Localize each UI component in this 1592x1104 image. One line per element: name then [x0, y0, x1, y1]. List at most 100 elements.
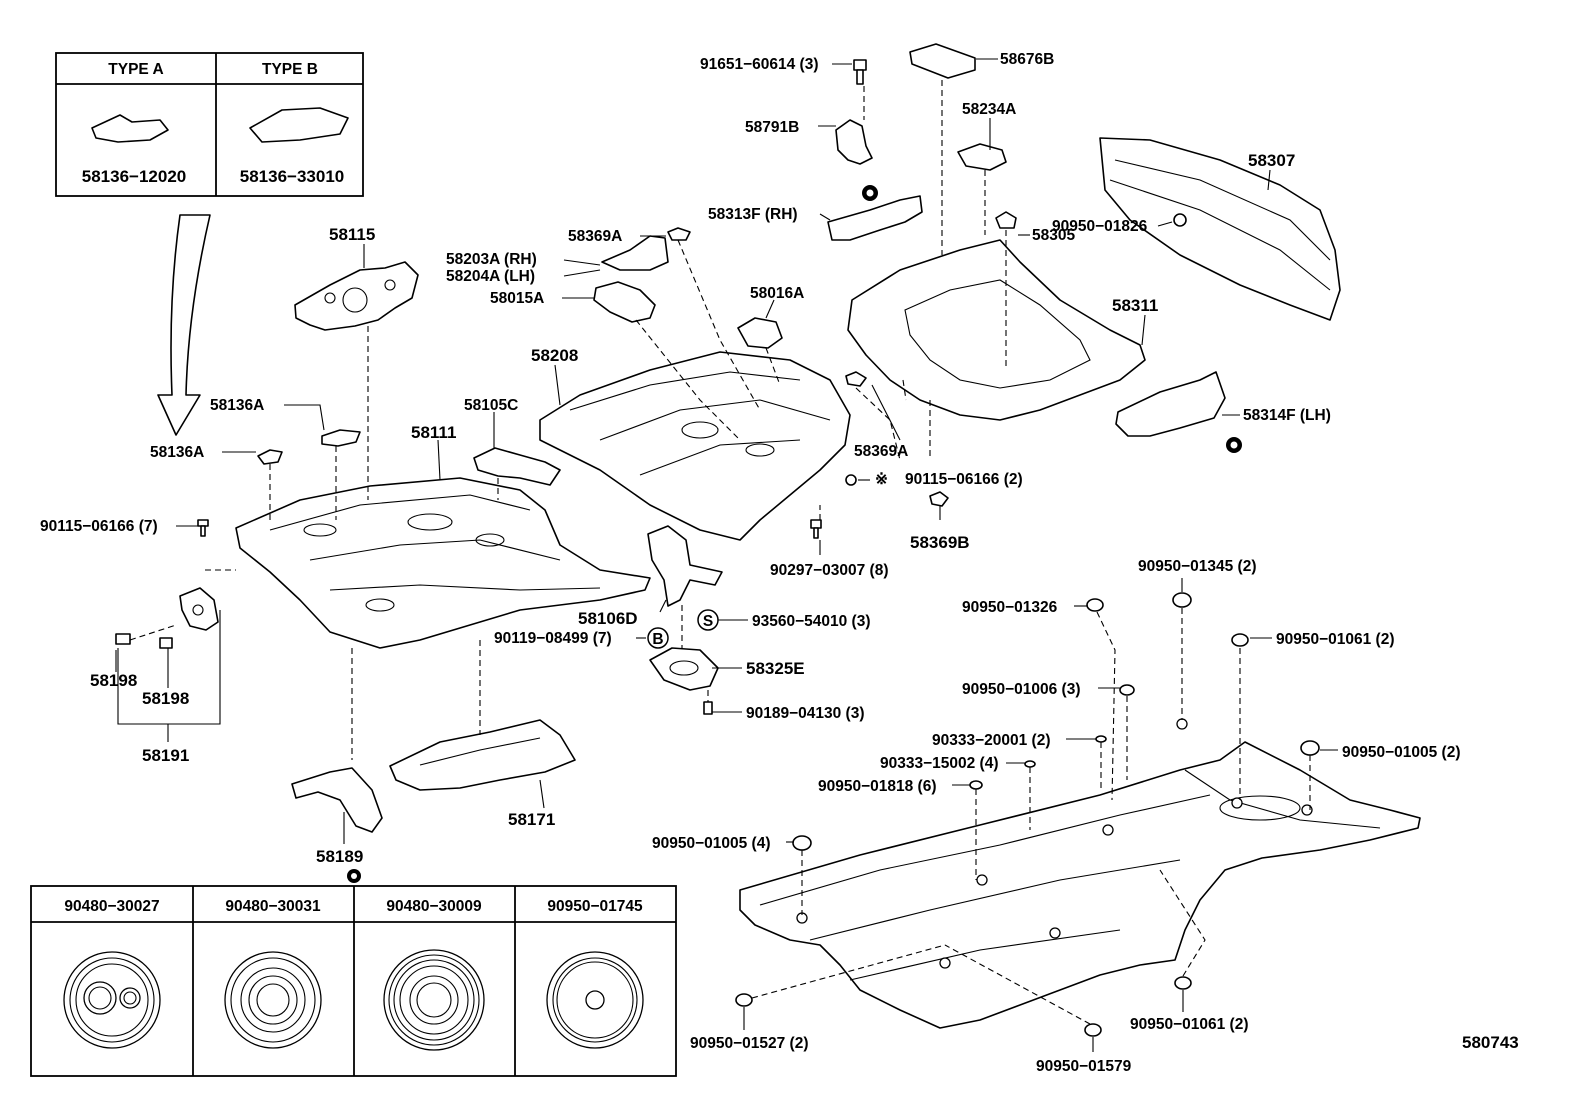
pad-type-a — [91, 114, 169, 143]
part-58105C — [473, 447, 561, 486]
label-58171: 58171 — [508, 810, 555, 829]
label-58198-a: 58198 — [90, 671, 137, 690]
circle-s-letter: S — [703, 613, 713, 630]
diagram-id: 580743 — [1462, 1033, 1519, 1052]
part-58136A-upper — [321, 429, 361, 447]
label-58105C: 58105C — [464, 397, 518, 414]
part-58305 — [995, 211, 1017, 229]
grommet-header-2: 90480−30031 — [225, 898, 321, 915]
label-93560-54010: 93560−54010 (3) — [752, 613, 871, 630]
label-58369A-mid: 58369A — [854, 443, 908, 460]
label-90115-06166-7: 90115−06166 (7) — [40, 518, 158, 535]
label-58015A: 58015A — [490, 290, 544, 307]
label-90115-06166-2: 90115−06166 (2) — [905, 471, 1023, 488]
grommet-90480-30031 — [224, 951, 322, 1049]
label-58314F: 58314F (LH) — [1243, 407, 1331, 424]
part-58198-a — [115, 633, 131, 645]
part-58791B — [835, 119, 873, 165]
part-58313F — [827, 195, 923, 241]
label-58115: 58115 — [329, 225, 375, 244]
grommet-90480-30009 — [383, 949, 485, 1051]
plug-90950-01579 — [1084, 1023, 1102, 1037]
label-90333-15002: 90333−15002 (4) — [880, 755, 999, 772]
label-90950-01326: 90950−01326 — [962, 599, 1058, 616]
circle-b-letter: B — [652, 631, 663, 648]
part-58016A — [737, 317, 783, 349]
part-58369A-top — [667, 227, 691, 241]
label-90950-01345: 90950−01345 (2) — [1138, 558, 1257, 575]
label-90950-01527: 90950−01527 (2) — [690, 1035, 809, 1052]
label-90119-08499: 90119−08499 (7) — [494, 630, 612, 647]
label-58369A-top: 58369A — [568, 228, 622, 245]
label-58204A: 58204A (LH) — [446, 268, 535, 285]
type-table: TYPE A TYPE B 58136−12020 58136−33010 — [55, 52, 364, 197]
part-58208 — [539, 351, 851, 541]
label-90189-04130: 90189−04130 (3) — [746, 705, 865, 722]
plug-90950-01005-b — [792, 835, 812, 851]
label-58191: 58191 — [142, 746, 189, 765]
label-58203A: 58203A (RH) — [446, 251, 537, 268]
part-90189-04130 — [703, 701, 713, 715]
grommet-header-1: 90480−30027 — [64, 898, 159, 915]
type-a-part-number: 58136−12020 — [82, 167, 186, 186]
part-58111 — [235, 477, 651, 649]
plug-90950-01527 — [735, 993, 753, 1007]
plug-90950-01326 — [1086, 598, 1104, 612]
part-58676B — [909, 43, 976, 79]
label-58676B: 58676B — [1000, 51, 1054, 68]
part-58369B — [929, 491, 949, 507]
label-90950-01005-b: 90950−01005 (4) — [652, 835, 771, 852]
label-58313F: 58313F (RH) — [708, 206, 798, 223]
plug-90950-01006 — [1119, 684, 1135, 696]
label-90950-01579: 90950−01579 — [1036, 1058, 1132, 1075]
label-58307: 58307 — [1248, 151, 1295, 170]
label-91651-60614: 91651−60614 (3) — [700, 56, 819, 73]
plug-90950-01005-a — [1300, 740, 1320, 756]
reference-mark: ※ — [875, 471, 888, 488]
part-58115 — [294, 261, 419, 331]
label-90950-01826: 90950−01826 — [1052, 218, 1148, 235]
circle-b-symbol — [647, 627, 669, 649]
label-58311: 58311 — [1112, 296, 1158, 315]
label-90950-01061-b: 90950−01061 (2) — [1130, 1016, 1249, 1033]
label-90950-01818: 90950−01818 (6) — [818, 778, 937, 795]
part-58198-b — [159, 637, 173, 649]
grommet-table: 90480−30027 90480−30031 90480−30009 9095… — [30, 885, 677, 1077]
pad-type-b — [249, 107, 349, 143]
part-58189 — [291, 767, 383, 833]
type-b-part-number: 58136−33010 — [240, 167, 344, 186]
label-58016A: 58016A — [750, 285, 804, 302]
part-58015A — [593, 281, 656, 323]
label-58791B: 58791B — [745, 119, 799, 136]
part-58203A — [601, 235, 669, 271]
grommet-header-3: 90480−30009 — [386, 898, 482, 915]
part-58171 — [389, 719, 576, 791]
part-90115-06166-2 — [845, 474, 857, 486]
washer-90333-15002 — [1024, 760, 1036, 768]
part-90115-06166-7 — [197, 519, 209, 527]
part-58369A-mid — [845, 371, 867, 387]
label-58198-b: 58198 — [142, 689, 189, 708]
label-58136A-lower: 58136A — [150, 444, 204, 461]
label-58208: 58208 — [531, 346, 578, 365]
label-58106D: 58106D — [578, 609, 638, 628]
grommet-90950-01745 — [546, 951, 644, 1049]
label-58111: 58111 — [411, 423, 456, 442]
label-90950-01061-a: 90950−01061 (2) — [1276, 631, 1395, 648]
plug-90950-01061-b — [1174, 976, 1192, 990]
washer-90333-20001 — [1095, 735, 1107, 743]
part-58325E — [649, 647, 719, 691]
label-90950-01005-a: 90950−01005 (2) — [1342, 744, 1461, 761]
label-58234A: 58234A — [962, 101, 1016, 118]
label-58136A-upper: 58136A — [210, 397, 264, 414]
plug-90950-01061-a — [1231, 633, 1249, 647]
grommet-90480-30027 — [63, 951, 161, 1049]
label-58325E: 58325E — [746, 659, 805, 678]
part-58311 — [847, 239, 1146, 421]
type-a-header: TYPE A — [108, 61, 163, 78]
curved-arrow — [157, 214, 211, 436]
label-90297-03007: 90297−03007 (8) — [770, 562, 889, 579]
label-90333-20001: 90333−20001 (2) — [932, 732, 1051, 749]
